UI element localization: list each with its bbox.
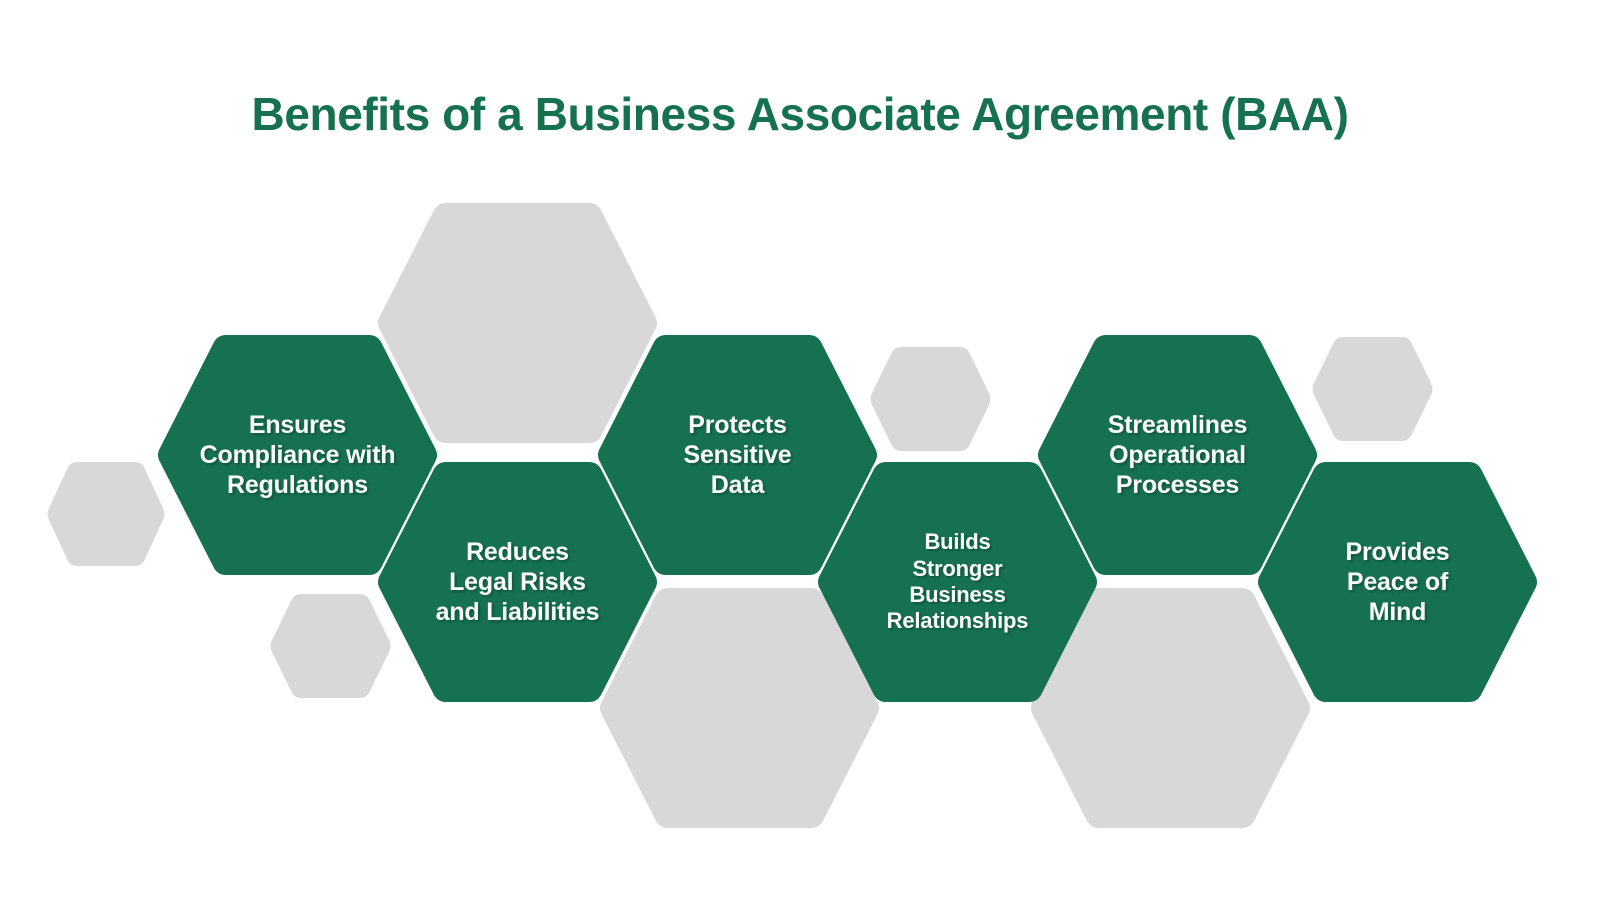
decorative-hexagon-large-bottom-right — [1028, 583, 1313, 833]
benefit-label: Streamlines Operational Processes — [1107, 411, 1248, 499]
decorative-hexagon-small-center — [868, 343, 993, 455]
benefit-hexagon-builds-relationships[interactable]: Builds Stronger Business Relationships — [815, 457, 1100, 707]
hexagon-shape-icon — [600, 588, 879, 828]
decorative-hexagon-small-top-right — [1310, 333, 1435, 445]
benefit-hexagon-protects-sensitive-data[interactable]: Protects Sensitive Data — [595, 330, 880, 580]
hexagon-shape-icon — [1312, 337, 1433, 441]
hexagon-shape-icon — [158, 335, 437, 575]
benefit-hexagon-reduces-legal-risks[interactable]: Reduces Legal Risks and Liabilities — [375, 457, 660, 707]
hexagon-shape-icon — [378, 203, 657, 443]
benefit-label: Ensures Compliance with Regulations — [199, 411, 396, 499]
hexagon-shape-icon — [818, 462, 1097, 702]
decorative-hexagon-small-far-left — [45, 458, 167, 570]
benefit-label: Protects Sensitive Data — [683, 411, 792, 499]
hexagon-shape-icon — [1038, 335, 1317, 575]
hexagon-shape-icon — [870, 347, 991, 451]
benefit-hexagon-provides-peace-of-mind[interactable]: Provides Peace of Mind — [1255, 457, 1540, 707]
hexagon-shape-icon — [378, 462, 657, 702]
benefit-label: Builds Stronger Business Relationships — [886, 529, 1029, 634]
hexagon-shape-icon — [270, 594, 391, 698]
benefit-hexagon-ensures-compliance[interactable]: Ensures Compliance with Regulations — [155, 330, 440, 580]
decorative-hexagon-large-top-left — [375, 198, 660, 448]
benefit-label: Reduces Legal Risks and Liabilities — [435, 538, 600, 626]
page-title: Benefits of a Business Associate Agreeme… — [251, 88, 1349, 140]
benefit-label: Provides Peace of Mind — [1345, 538, 1450, 626]
benefit-hexagon-streamlines-processes[interactable]: Streamlines Operational Processes — [1035, 330, 1320, 580]
hexagon-shape-icon — [1031, 588, 1310, 828]
hexagon-shape-icon — [598, 335, 877, 575]
hexagon-shape-icon — [47, 462, 165, 566]
decorative-hexagon-large-bottom-center — [597, 583, 882, 833]
hexagon-shape-icon — [1258, 462, 1537, 702]
decorative-hexagon-small-lower-left — [268, 590, 393, 702]
